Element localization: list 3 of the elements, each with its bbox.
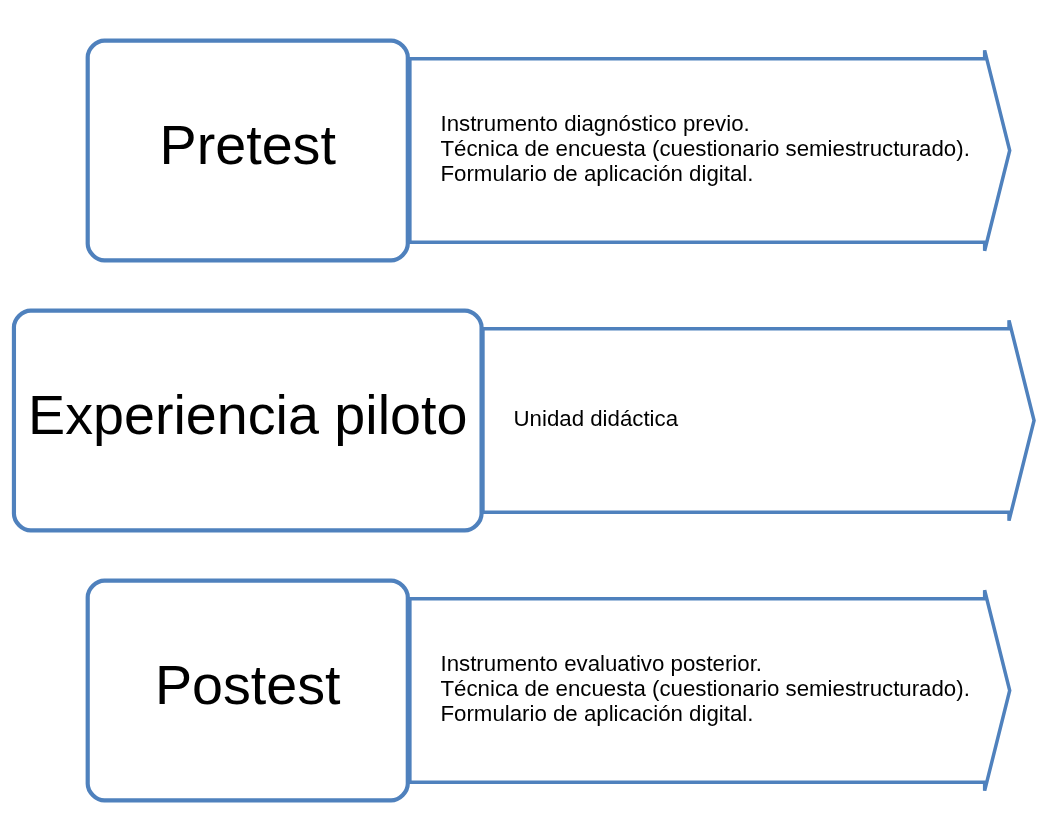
node-box: Experiencia piloto <box>11 307 484 533</box>
node-box: Postest <box>85 577 410 802</box>
node-box: Pretest <box>85 38 410 263</box>
